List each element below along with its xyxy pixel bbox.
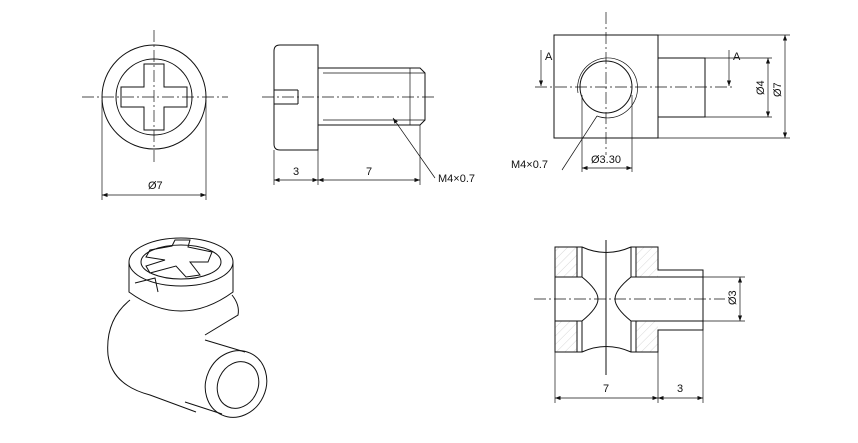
- dim-drill-diameter: Ø3.30: [591, 154, 621, 166]
- screw-side-view: 3 7 M4×0.7: [262, 44, 475, 185]
- dim-boss-diameter: Ø4: [755, 80, 767, 95]
- section-mark-right: A: [733, 51, 741, 63]
- dim-head-length: 3: [293, 166, 299, 178]
- dim-body-diameter: Ø7: [772, 82, 784, 97]
- dim-hole-diameter: Ø3: [727, 290, 739, 305]
- isometric-view: [107, 237, 268, 418]
- thread-callout-screw: M4×0.7: [438, 173, 475, 185]
- body-top-view: A A Ø4 Ø7 Ø3.30 M4×0.7: [511, 12, 790, 172]
- dim-shank-length: 7: [366, 166, 372, 178]
- thread-callout-body: M4×0.7: [511, 159, 548, 171]
- dim-body-length: 7: [603, 383, 609, 395]
- section-mark-left: A: [545, 51, 553, 63]
- dim-boss-length: 3: [677, 383, 683, 395]
- dim-head-diameter: Ø7: [148, 180, 163, 192]
- head-front-view: Ø7: [82, 30, 228, 200]
- body-section-view: Ø3 7 3: [534, 240, 745, 403]
